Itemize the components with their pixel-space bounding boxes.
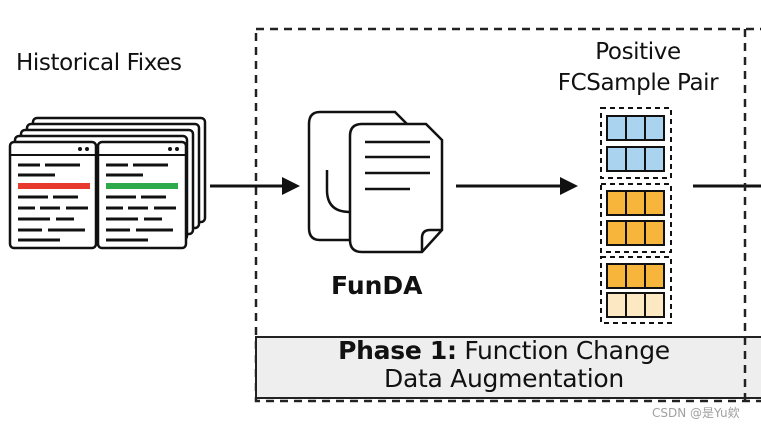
historical-fixes-label: Historical Fixes <box>16 50 182 76</box>
positive-pair-line1: Positive <box>595 39 681 65</box>
phase-right-divider <box>743 29 747 401</box>
sample-pair-stack <box>600 107 672 324</box>
phase-dashed-border <box>254 27 761 403</box>
sample-pair-orange-cream <box>600 256 672 324</box>
historical-fixes-icon <box>8 116 207 250</box>
phase-subtitle-line2: Data Augmentation <box>384 364 624 393</box>
watermark: CSDN @是Yu欸 <box>652 406 740 420</box>
phase-subtitle-line1: Function Change <box>464 336 670 365</box>
funda-label: FunDA <box>331 271 423 300</box>
phase-banner <box>255 336 761 399</box>
positive-pair-label: Positive FCSample Pair <box>520 37 756 99</box>
phase-title: Phase 1: <box>338 336 457 365</box>
funda-documents-icon <box>307 110 444 254</box>
sample-pair-orange <box>600 183 672 253</box>
code-window-before <box>8 140 98 250</box>
positive-pair-line2: FCSample Pair <box>557 70 719 96</box>
arrow-to-sample-pairs <box>456 177 578 195</box>
phase-title-line1: Phase 1: Function Change <box>262 337 746 365</box>
sample-pair-blue <box>600 107 672 179</box>
phase-title-block: Phase 1: Function Change Data Augmentati… <box>262 337 746 393</box>
code-window-after <box>96 140 188 250</box>
arrow-to-funda <box>210 177 300 195</box>
